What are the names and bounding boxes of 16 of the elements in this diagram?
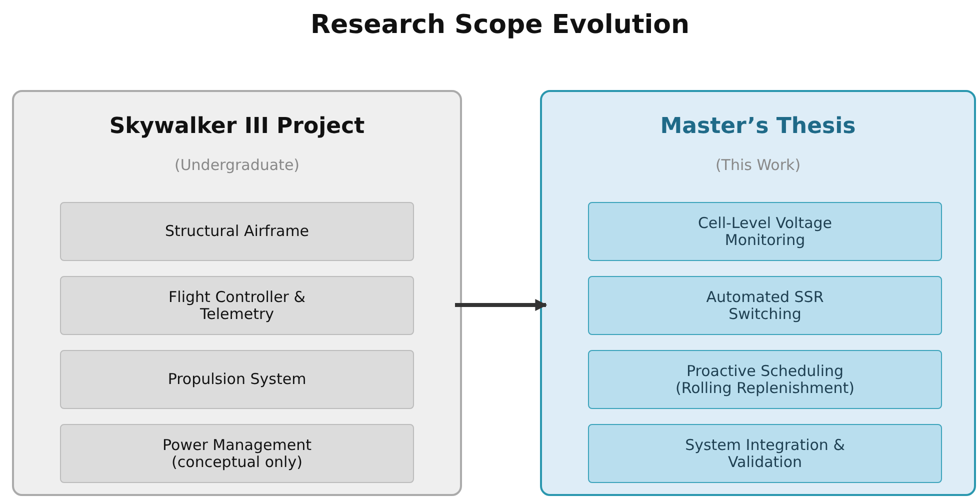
- component-box: Cell-Level Voltage Monitoring: [588, 202, 942, 261]
- component-box: Propulsion System: [60, 350, 414, 409]
- panel: [540, 90, 976, 496]
- component-box: Power Management (conceptual only): [60, 424, 414, 483]
- component-box: System Integration & Validation: [588, 424, 942, 483]
- arrow: [455, 299, 548, 311]
- panel-subtitle: (Undergraduate): [173, 156, 301, 174]
- component-box: Automated SSR Switching: [588, 276, 942, 335]
- diagram-title: Research Scope Evolution: [309, 10, 691, 40]
- panel-heading: Master’s Thesis: [659, 114, 857, 139]
- panel-subtitle: (This Work): [714, 156, 802, 174]
- panel-heading: Skywalker III Project: [108, 114, 366, 139]
- component-box: Proactive Scheduling (Rolling Replenishment): [588, 350, 942, 409]
- component-box: Flight Controller & Telemetry: [60, 276, 414, 335]
- component-box: Structural Airframe: [60, 202, 414, 261]
- panel: [12, 90, 462, 496]
